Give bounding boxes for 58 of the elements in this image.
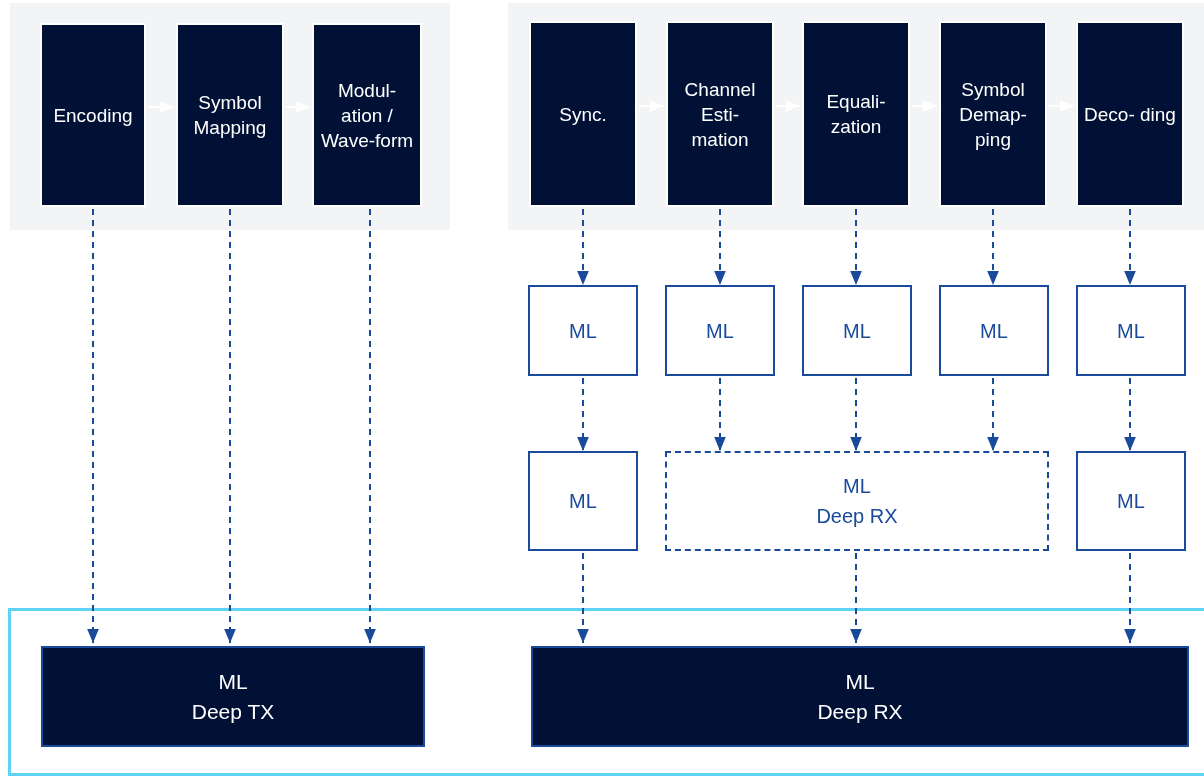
panel-background	[10, 3, 450, 230]
ml-box	[802, 285, 912, 376]
arrow	[577, 552, 589, 644]
dashed-box	[665, 451, 1049, 551]
arrow	[87, 208, 99, 644]
arrow	[577, 377, 589, 452]
box-label: Sync.	[559, 102, 607, 127]
box-label: Deco- ding	[1084, 102, 1176, 127]
ml-box	[939, 285, 1049, 376]
box-label: ML	[843, 318, 871, 344]
process-box	[666, 21, 774, 207]
arrow	[850, 377, 862, 452]
box-label: Equali- zation	[825, 90, 887, 139]
arrow	[1124, 208, 1136, 286]
box-label: Deep TX	[191, 698, 275, 725]
arrow	[850, 208, 862, 286]
box-label: ML	[845, 668, 875, 695]
process-box	[176, 23, 284, 207]
ml-box	[1076, 285, 1186, 376]
box-label: ML	[1117, 489, 1145, 514]
process-box	[531, 646, 1189, 747]
box-label: ML	[980, 318, 1008, 344]
process-box	[41, 646, 425, 747]
box-label: ML	[706, 318, 734, 344]
arrow	[364, 208, 376, 644]
panel-background	[508, 3, 1204, 230]
arrow	[850, 552, 862, 644]
arrow	[987, 377, 999, 452]
arrow	[714, 377, 726, 452]
group-frame	[8, 608, 1204, 776]
box-label: Modul- ation / Wave-form	[319, 78, 415, 153]
arrow	[714, 208, 726, 286]
process-box	[802, 21, 910, 207]
process-box	[312, 23, 422, 207]
box-label: Encoding	[53, 103, 133, 128]
box-label: Channel Esti- mation	[683, 77, 757, 152]
box-label: Deep RX	[816, 504, 898, 529]
process-box	[529, 21, 637, 207]
ml-box	[1076, 451, 1186, 551]
box-label: Symbol Demap- ping	[958, 77, 1028, 152]
box-label: ML	[1117, 318, 1145, 344]
box-label: ML	[569, 489, 597, 514]
box-label: ML	[569, 318, 597, 344]
process-box	[939, 21, 1047, 207]
arrow	[987, 208, 999, 286]
ml-box	[665, 285, 775, 376]
arrow	[1124, 552, 1136, 644]
arrow	[224, 208, 236, 644]
process-box	[40, 23, 146, 207]
process-box	[1076, 21, 1184, 207]
ml-box	[528, 451, 638, 551]
box-label: ML	[218, 668, 248, 695]
box-label: Symbol Mapping	[192, 91, 268, 140]
arrow	[577, 208, 589, 286]
box-label: Deep RX	[817, 698, 903, 725]
arrow	[1124, 377, 1136, 452]
ml-box	[528, 285, 638, 376]
box-label: ML	[843, 474, 871, 499]
